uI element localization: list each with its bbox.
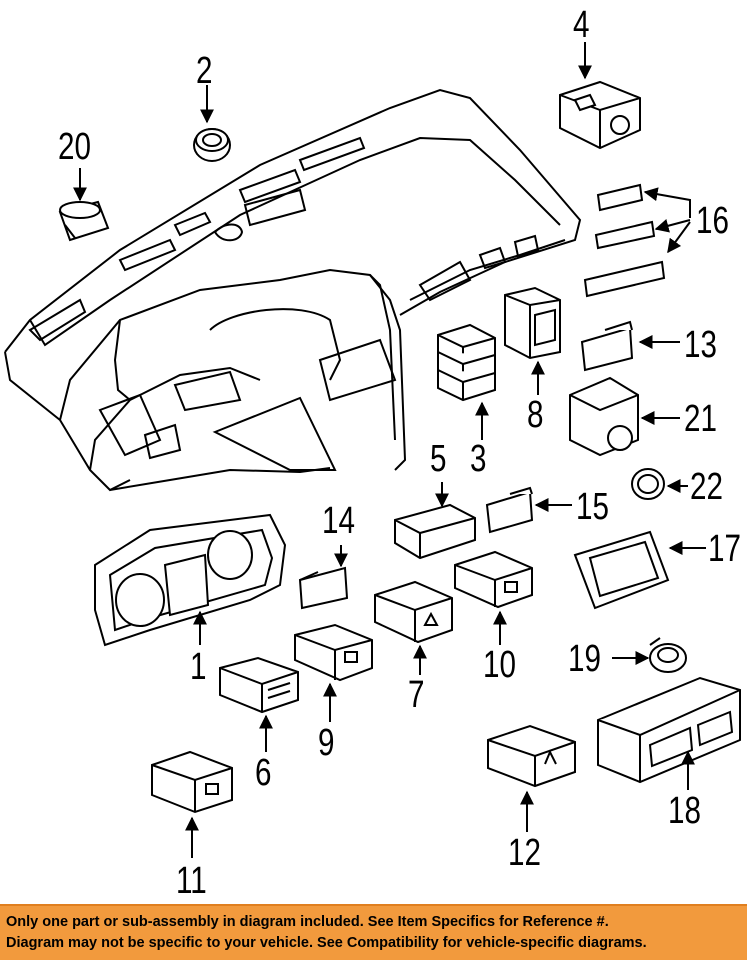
part-1-instrument-cluster (94, 513, 287, 647)
part-4-switch-module (559, 80, 641, 150)
callout-15: 15 (576, 486, 609, 528)
callout-1: 1 (190, 646, 207, 688)
callout-12: 12 (508, 832, 541, 874)
callout-7: 7 (408, 674, 425, 716)
exploded-parts-drawing (4, 42, 741, 858)
callout-8: 8 (527, 394, 544, 436)
part-16-trim-strips (583, 183, 666, 298)
part-10-switch (454, 550, 533, 609)
part-5-switch (394, 503, 476, 560)
disclaimer-line-1: Only one part or sub-assembly in diagram… (6, 914, 609, 930)
part-17-display-bezel (573, 530, 670, 610)
callout-5: 5 (430, 438, 447, 480)
part-11-switch (151, 750, 233, 814)
part-9-switch (294, 623, 373, 682)
callout-3: 3 (470, 438, 487, 480)
callout-22: 22 (690, 466, 723, 508)
part-14-trim (298, 566, 349, 610)
part-7-hazard-switch (374, 580, 453, 644)
part-6-switch (219, 656, 299, 714)
callout-17: 17 (708, 528, 741, 570)
callout-18: 18 (668, 790, 701, 832)
disclaimer-line-2: Diagram may not be specific to your vehi… (6, 935, 647, 951)
part-12-switch (487, 724, 576, 788)
callout-6: 6 (255, 752, 272, 794)
disclaimer-banner: Only one part or sub-assembly in diagram… (0, 904, 747, 960)
part-18-climate-control (597, 676, 741, 784)
callout-21: 21 (684, 398, 717, 440)
callout-20: 20 (58, 126, 91, 168)
part-15-trim (485, 486, 534, 534)
part-2-knob (193, 128, 231, 162)
callout-11: 11 (176, 860, 207, 902)
part-21-module (569, 376, 639, 457)
part-19-sensor (649, 637, 687, 673)
callout-10: 10 (483, 644, 516, 686)
callout-2: 2 (196, 50, 213, 92)
callout-19: 19 (568, 638, 601, 680)
part-20-switch (58, 200, 110, 242)
part-13-trim (580, 320, 634, 372)
callout-9: 9 (318, 722, 335, 764)
part-22-ring (631, 468, 665, 500)
dashboard-panel (4, 88, 582, 492)
callout-13: 13 (684, 324, 717, 366)
leader-arrows (73, 42, 706, 858)
part-8-switch (504, 286, 561, 360)
part-3-switch-stack (437, 323, 496, 402)
callout-4: 4 (573, 4, 590, 46)
callout-16: 16 (696, 200, 729, 242)
callout-14: 14 (322, 500, 355, 542)
